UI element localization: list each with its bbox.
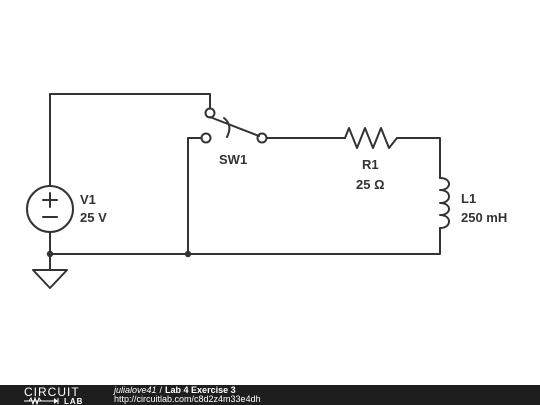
- logo-text-bottom: LAB: [64, 397, 83, 405]
- junction-node-mid: [184, 250, 192, 258]
- ground-symbol: [32, 269, 68, 289]
- footer-bar: CIRCUIT LAB julialove41/Lab 4 Exercise 3…: [0, 385, 540, 405]
- resistor-value-label: 25 Ω: [356, 177, 385, 192]
- wire-switch-return: [187, 137, 207, 255]
- switch-terminal-right: [256, 132, 268, 144]
- source-value-label: 25 V: [80, 210, 107, 225]
- resistor-r1: [344, 127, 398, 149]
- wire-top-left: [49, 93, 211, 187]
- inductor-l1: [439, 177, 450, 229]
- resistor-name-label: R1: [362, 157, 379, 172]
- footer-url[interactable]: http://circuitlab.com/c8d2z4m33e4dh: [114, 394, 261, 404]
- footer-separator: /: [159, 385, 163, 395]
- author-link[interactable]: julialove41: [114, 385, 157, 395]
- switch-name-label: SW1: [219, 152, 247, 167]
- footer-line-1: julialove41/Lab 4 Exercise 3: [114, 386, 261, 395]
- switch-terminal-left: [200, 132, 212, 144]
- source-name-label: V1: [80, 192, 96, 207]
- junction-node-left: [46, 250, 54, 258]
- switch-actuator-arc: [223, 117, 231, 138]
- inductor-name-label: L1: [461, 191, 476, 206]
- circuitlab-logo: CIRCUIT LAB: [24, 385, 83, 405]
- switch-blade: [209, 116, 260, 137]
- wire-resistor-to-inductor: [396, 137, 441, 179]
- inductor-value-label: 250 mH: [461, 210, 507, 225]
- footer-info: julialove41/Lab 4 Exercise 3 http://circ…: [114, 386, 261, 404]
- wire-bottom: [49, 227, 441, 255]
- circuit-title: Lab 4 Exercise 3: [165, 385, 236, 395]
- logo-text-top: CIRCUIT: [24, 385, 80, 399]
- circuit-schematic: SW1 R1 25 Ω L1 250 mH V1 25 V: [26, 93, 507, 289]
- voltage-source-v1: [26, 185, 74, 233]
